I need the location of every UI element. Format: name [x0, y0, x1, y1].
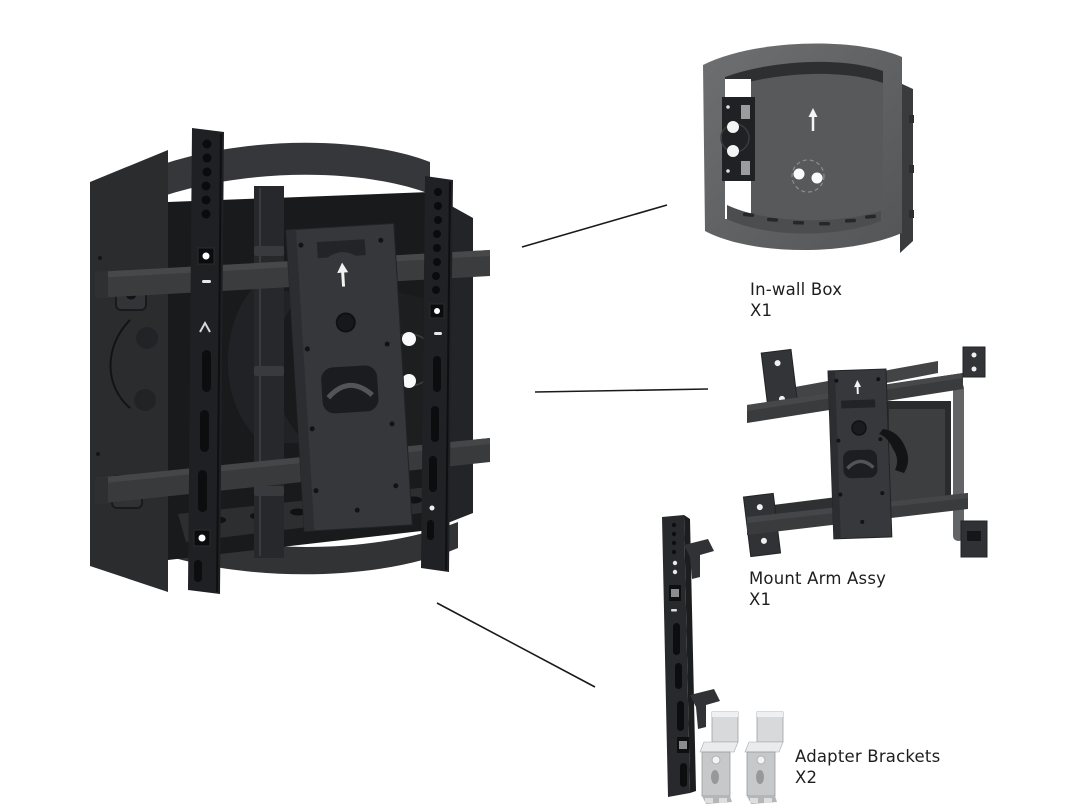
part-label-inwall-box: In-wall Box X1 [750, 279, 842, 321]
mountarm-center-plate [827, 368, 893, 540]
part-qty: X1 [749, 590, 772, 609]
inwall-top-shadow [725, 61, 883, 89]
adapter-brackets-image [650, 505, 795, 809]
callout-line-inwall-box [521, 204, 668, 248]
mountarm-pivot-cylinder [953, 383, 964, 541]
up-arrow-icon [808, 108, 818, 131]
part-label-mount-arm: Mount Arm Assy X1 [749, 568, 886, 610]
mount-arm-image [733, 343, 988, 569]
part-qty: X1 [750, 301, 773, 320]
inwall-mount-holes [791, 159, 825, 193]
main-left-tv-rail [188, 128, 224, 594]
inwall-back-panel [725, 61, 883, 234]
inwall-box-image [695, 25, 920, 269]
part-label-adapter-brackets: Adapter Brackets X2 [795, 746, 940, 788]
main-hinge-column [254, 186, 284, 558]
adapter-bracket-2 [744, 711, 784, 805]
inwall-bottom-floor [727, 205, 881, 234]
up-arrow-icon [854, 379, 862, 395]
inwall-junction-plate [720, 97, 755, 181]
mountarm-tilt-lever [879, 429, 909, 473]
mountarm-right-column [960, 346, 988, 558]
adapter-rail [662, 515, 720, 797]
part-name: Adapter Brackets [795, 747, 941, 766]
main-assembly-image [78, 118, 548, 622]
part-name: Mount Arm Assy [749, 569, 887, 588]
part-qty: X2 [795, 768, 818, 787]
part-name: In-wall Box [750, 280, 843, 299]
callout-line-mount-arm [534, 388, 709, 393]
main-center-plate [285, 222, 413, 532]
main-right-tv-rail [421, 176, 453, 572]
main-left-wall [90, 150, 168, 592]
main-bottom-canopy [144, 518, 458, 575]
callout-line-adapter-brackets [436, 602, 596, 688]
up-arrow-icon [337, 262, 349, 287]
